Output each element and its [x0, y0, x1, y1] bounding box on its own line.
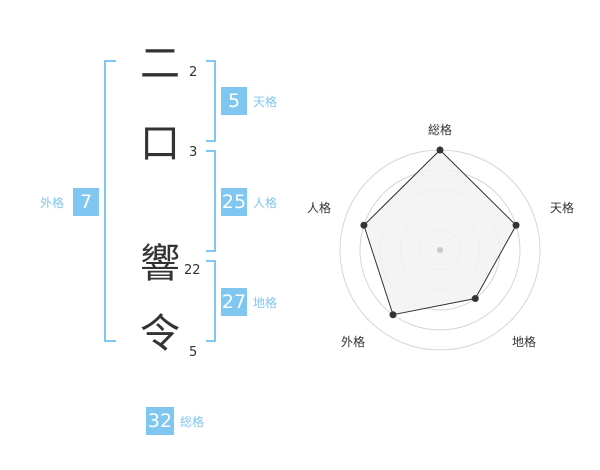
radar-label-tenkaku: 天格 — [550, 201, 575, 215]
chikaku-bracket — [206, 260, 216, 342]
jinkaku-label: 人格 — [253, 196, 278, 210]
radar-center-dot — [437, 247, 443, 253]
stroke-count-1: 2 — [189, 65, 198, 80]
gaikaku-label: 外格 — [40, 196, 65, 210]
radar-label-jinkaku: 人格 — [307, 201, 332, 215]
radar-point — [360, 221, 368, 229]
tenkaku-bracket — [206, 60, 216, 142]
radar-points — [360, 146, 520, 319]
radar-label-chikaku: 地格 — [512, 335, 537, 349]
radar-label-gaikaku: 外格 — [341, 335, 366, 349]
stroke-count-4: 5 — [189, 345, 198, 360]
jinkaku-value: 25 — [221, 188, 247, 216]
radar-polygon — [363, 149, 517, 316]
tenkaku-value: 5 — [221, 87, 247, 115]
radar-point — [436, 146, 444, 154]
radar-point — [389, 311, 397, 319]
radar-point — [471, 295, 479, 303]
stroke-count-3: 22 — [184, 263, 201, 278]
chikaku-label: 地格 — [253, 296, 278, 310]
gaikaku-value: 7 — [73, 188, 99, 216]
radar-point — [512, 221, 520, 229]
soukaku-value: 32 — [146, 407, 174, 435]
kanji-char-3: 響 — [140, 241, 180, 287]
soukaku-label: 総格 — [180, 415, 205, 429]
stroke-count-2: 3 — [189, 145, 198, 160]
jinkaku-bracket — [206, 150, 216, 252]
tenkaku-label: 天格 — [253, 95, 278, 109]
kanji-char-1: 二 — [140, 41, 180, 87]
kanji-char-4: 令 — [140, 311, 180, 357]
radar-label-soukaku: 総格 — [428, 123, 453, 137]
gaikaku-bracket — [104, 60, 116, 342]
kanji-char-2: 口 — [140, 121, 180, 167]
chikaku-value: 27 — [221, 288, 247, 316]
